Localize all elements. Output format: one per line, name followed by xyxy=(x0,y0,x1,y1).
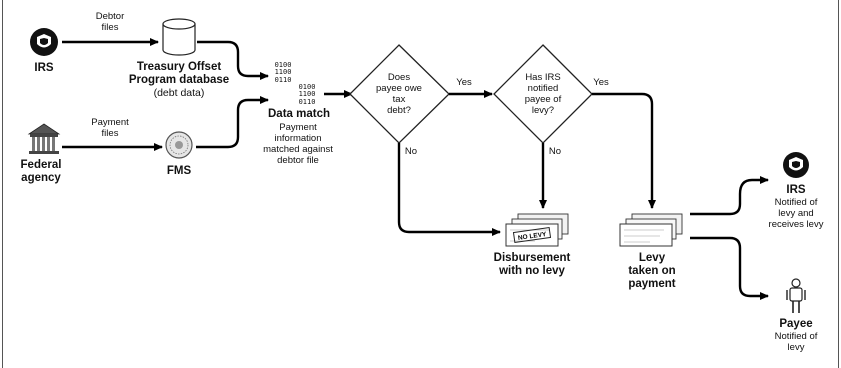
database-cylinder-icon xyxy=(162,18,196,56)
no-levy-stamp: NO LEVY xyxy=(518,231,548,242)
government-building-icon xyxy=(27,123,61,154)
binary-data-bottom: 0100 1100 0110 xyxy=(298,83,316,106)
arrow-levy-to-payee xyxy=(690,236,769,300)
decision2-yes-label: Yes xyxy=(593,77,609,88)
arrow-fms-to-match xyxy=(196,96,269,149)
fms-label: FMS xyxy=(166,165,192,177)
levy-check-stack-icon xyxy=(619,213,683,247)
arrow-decision1-no xyxy=(397,143,501,236)
database-title: Treasury Offset Program database xyxy=(128,61,230,87)
payee-desc: Notified of levy xyxy=(774,331,818,353)
decision2-text: Has IRS notified payee of levy? xyxy=(524,72,562,116)
irs-dest-seal-icon xyxy=(783,152,809,178)
disbursement-label: Disbursement with no levy xyxy=(493,252,571,278)
payment-files-label: Payment files xyxy=(91,117,129,139)
payee-title: Payee xyxy=(779,318,813,330)
data-match-desc: Payment information matched against debt… xyxy=(263,122,333,166)
decision1-no-label: No xyxy=(404,146,418,157)
database-subtitle: (debt data) xyxy=(153,87,205,99)
binary-data-top: 0100 1100 0110 xyxy=(274,61,292,84)
federal-agency-label: Federal agency xyxy=(20,159,62,185)
debtor-files-label: Debtor files xyxy=(95,11,125,33)
check-stack-icon xyxy=(505,213,569,247)
irs-seal-icon xyxy=(30,28,58,56)
right-border xyxy=(838,0,839,368)
arrow-levy-to-irs xyxy=(690,176,769,216)
data-match-title: Data match xyxy=(268,108,330,120)
person-icon xyxy=(786,278,806,313)
left-border xyxy=(2,0,3,368)
irs-dest-title: IRS xyxy=(786,184,806,196)
arrow-decision2-yes xyxy=(592,92,656,209)
fms-seal-icon xyxy=(165,131,193,159)
decision1-text: Does payee owe tax debt? xyxy=(376,72,422,116)
levy-label: Levy taken on payment xyxy=(628,252,676,291)
decision2-no-label: No xyxy=(548,146,562,157)
irs-source-label: IRS xyxy=(34,62,54,74)
irs-dest-desc: Notified of levy and receives levy xyxy=(768,197,824,230)
arrow-database-to-match xyxy=(197,40,269,80)
decision1-yes-label: Yes xyxy=(456,77,472,88)
